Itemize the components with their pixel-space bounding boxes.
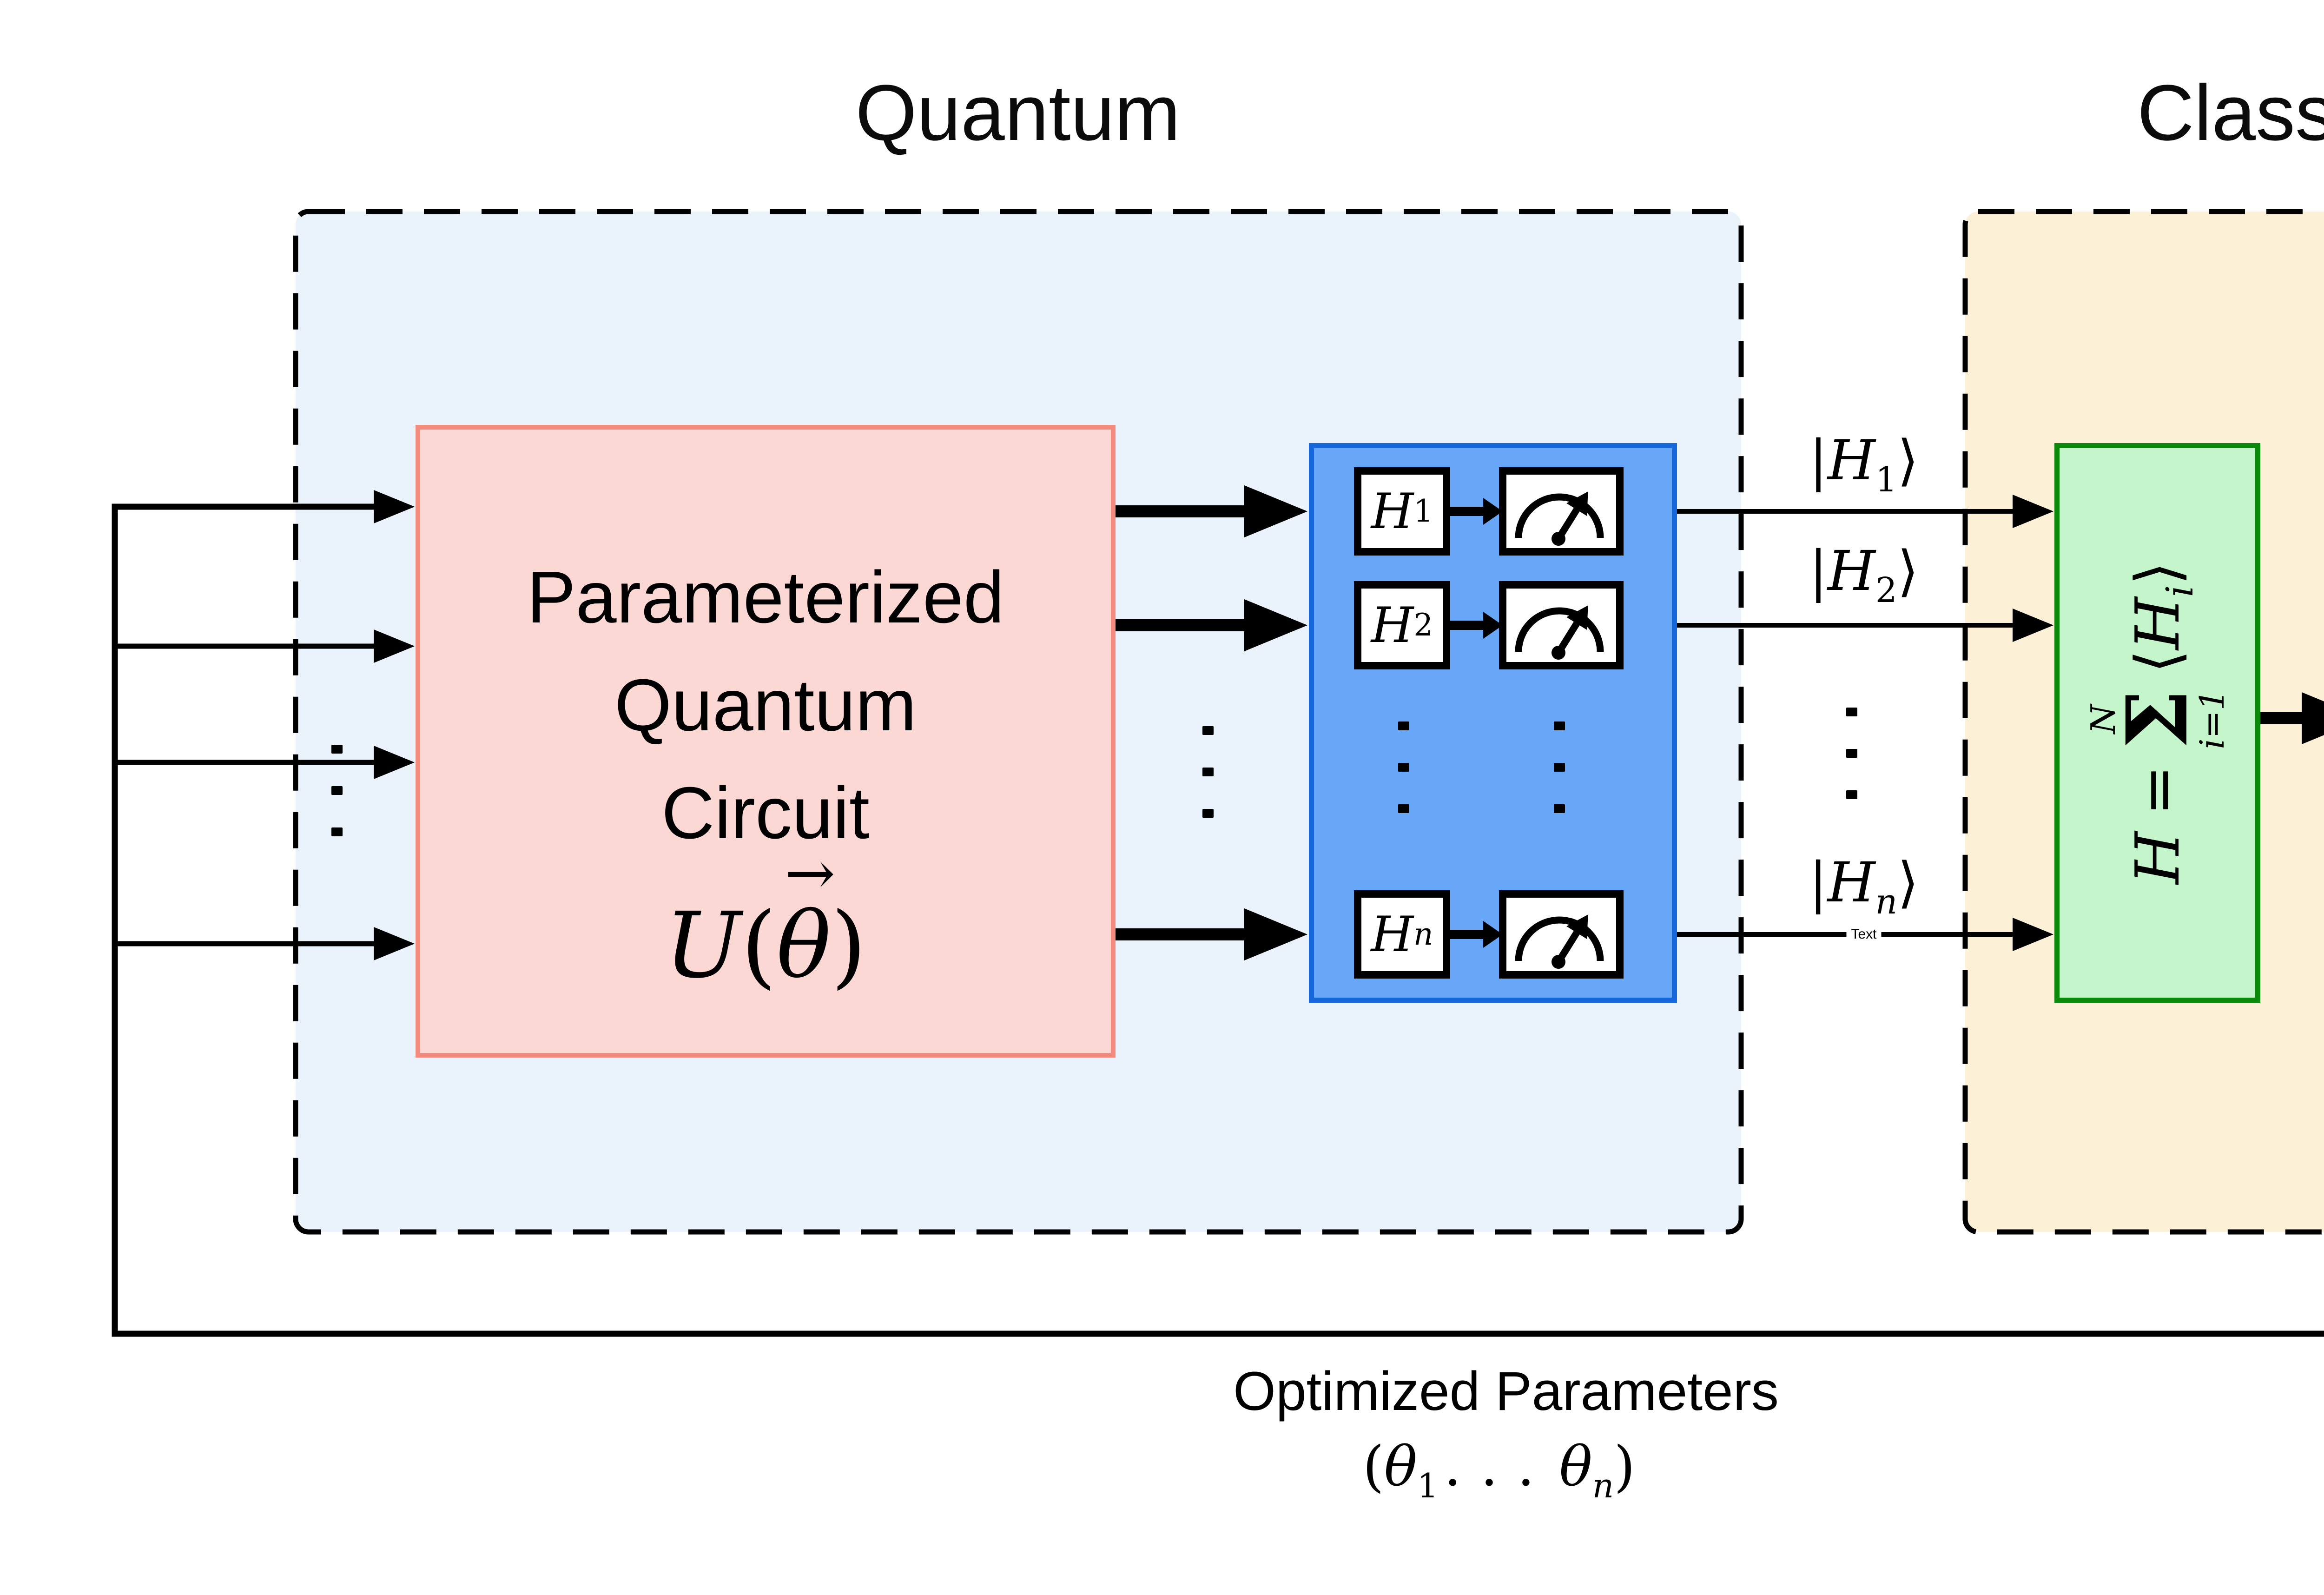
sum-lower-limit: i=1 <box>2192 689 2232 749</box>
hamiltonian-h: H <box>2122 831 2193 884</box>
vertical-ellipsis <box>1846 708 1857 799</box>
ket-subscript: 2 <box>1875 570 1897 610</box>
unitary-open-paren: ( <box>741 893 777 998</box>
summation: N Σ i=1 <box>2084 689 2232 749</box>
params-ellipsis: ... <box>1444 1434 1554 1498</box>
h2-symbol: H <box>1371 597 1414 654</box>
params-open-paren: ( <box>1362 1434 1384 1498</box>
unitary-symbol: U <box>665 893 741 998</box>
close-angle-bracket: ⟩ <box>2122 562 2193 585</box>
hamiltonian-formula: H = N Σ i=1 ⟨Hi⟩ <box>2084 562 2232 884</box>
term-symbol: H <box>2122 597 2193 650</box>
h1-symbol: H <box>1371 483 1414 540</box>
hamiltonian-equals: = <box>2122 765 2193 816</box>
ket-close-bracket: ⟩ <box>1897 539 1919 603</box>
hn-to-meter-arrow <box>1448 921 1503 948</box>
term-subscript: i <box>2158 585 2201 597</box>
ket-subscript: n <box>1875 882 1898 922</box>
ket-symbol: H <box>1827 428 1875 492</box>
optimized-parameters-formula: (θ1...θn) <box>1081 1434 1917 1502</box>
ket-h1-label: |H1⟩ <box>1809 428 1919 497</box>
ket-h2-label: |H2⟩ <box>1809 539 1919 608</box>
sigma-symbol: Σ <box>2108 689 2206 749</box>
theta-symbol: θ <box>776 893 831 998</box>
pqc-box: Parameterized Quantum Circuit U(→θ) <box>416 425 1116 1058</box>
vertical-ellipsis <box>1202 726 1214 818</box>
gauge-icon <box>1515 491 1604 546</box>
h1-to-meter-arrow <box>1448 498 1503 525</box>
meter-n <box>1499 890 1624 979</box>
unitary-close-paren: ) <box>831 893 866 998</box>
theta-vector-arrow-icon: → <box>785 838 836 908</box>
ket-symbol: H <box>1827 850 1875 914</box>
ket-open-bar: | <box>1809 539 1828 603</box>
ket-close-bracket: ⟩ <box>1897 850 1919 914</box>
theta-first-subscript: 1 <box>1417 1466 1439 1505</box>
vertical-ellipsis <box>1554 721 1565 813</box>
pqc-label-line2: Quantum <box>614 664 917 746</box>
ket-subscript: 1 <box>1875 460 1897 500</box>
hamiltonian-box: H = N Σ i=1 ⟨Hi⟩ <box>2054 443 2260 1003</box>
optimized-parameters-caption: Optimized Parameters <box>1233 1361 1779 1422</box>
gauge-icon <box>1515 605 1604 660</box>
theta-last-subscript: n <box>1592 1466 1614 1505</box>
open-angle-bracket: ⟨ <box>2122 649 2193 674</box>
pqc-label-line1: Parameterized <box>527 556 1004 638</box>
theta-last: θ <box>1559 1434 1592 1498</box>
meter-1 <box>1499 467 1624 556</box>
feedback-wire <box>112 490 2324 1337</box>
hn-symbol: H <box>1371 906 1414 963</box>
ket-open-bar: | <box>1809 428 1828 492</box>
gauge-icon <box>1515 914 1604 969</box>
meter-2 <box>1499 581 1624 669</box>
pqc-label-line3: Circuit <box>661 772 870 854</box>
ket-open-bar: | <box>1809 850 1828 914</box>
ket-symbol: H <box>1827 539 1875 603</box>
vertical-ellipsis <box>1398 721 1409 813</box>
stray-text-label: Text <box>1846 927 1882 942</box>
h2-to-meter-arrow <box>1448 612 1503 639</box>
ket-hn-label: |Hn⟩ <box>1809 850 1919 919</box>
classical-region-title: Classical <box>2137 69 2324 157</box>
quantum-region-title: Quantum <box>855 69 1181 157</box>
theta-first: θ <box>1384 1434 1417 1498</box>
pqc-unitary-formula: U(→θ) <box>665 838 866 998</box>
ket-close-bracket: ⟩ <box>1897 428 1919 492</box>
expectation-term: ⟨Hi⟩ <box>2122 562 2201 674</box>
vertical-ellipsis <box>331 745 343 836</box>
params-close-paren: ) <box>1614 1434 1636 1498</box>
